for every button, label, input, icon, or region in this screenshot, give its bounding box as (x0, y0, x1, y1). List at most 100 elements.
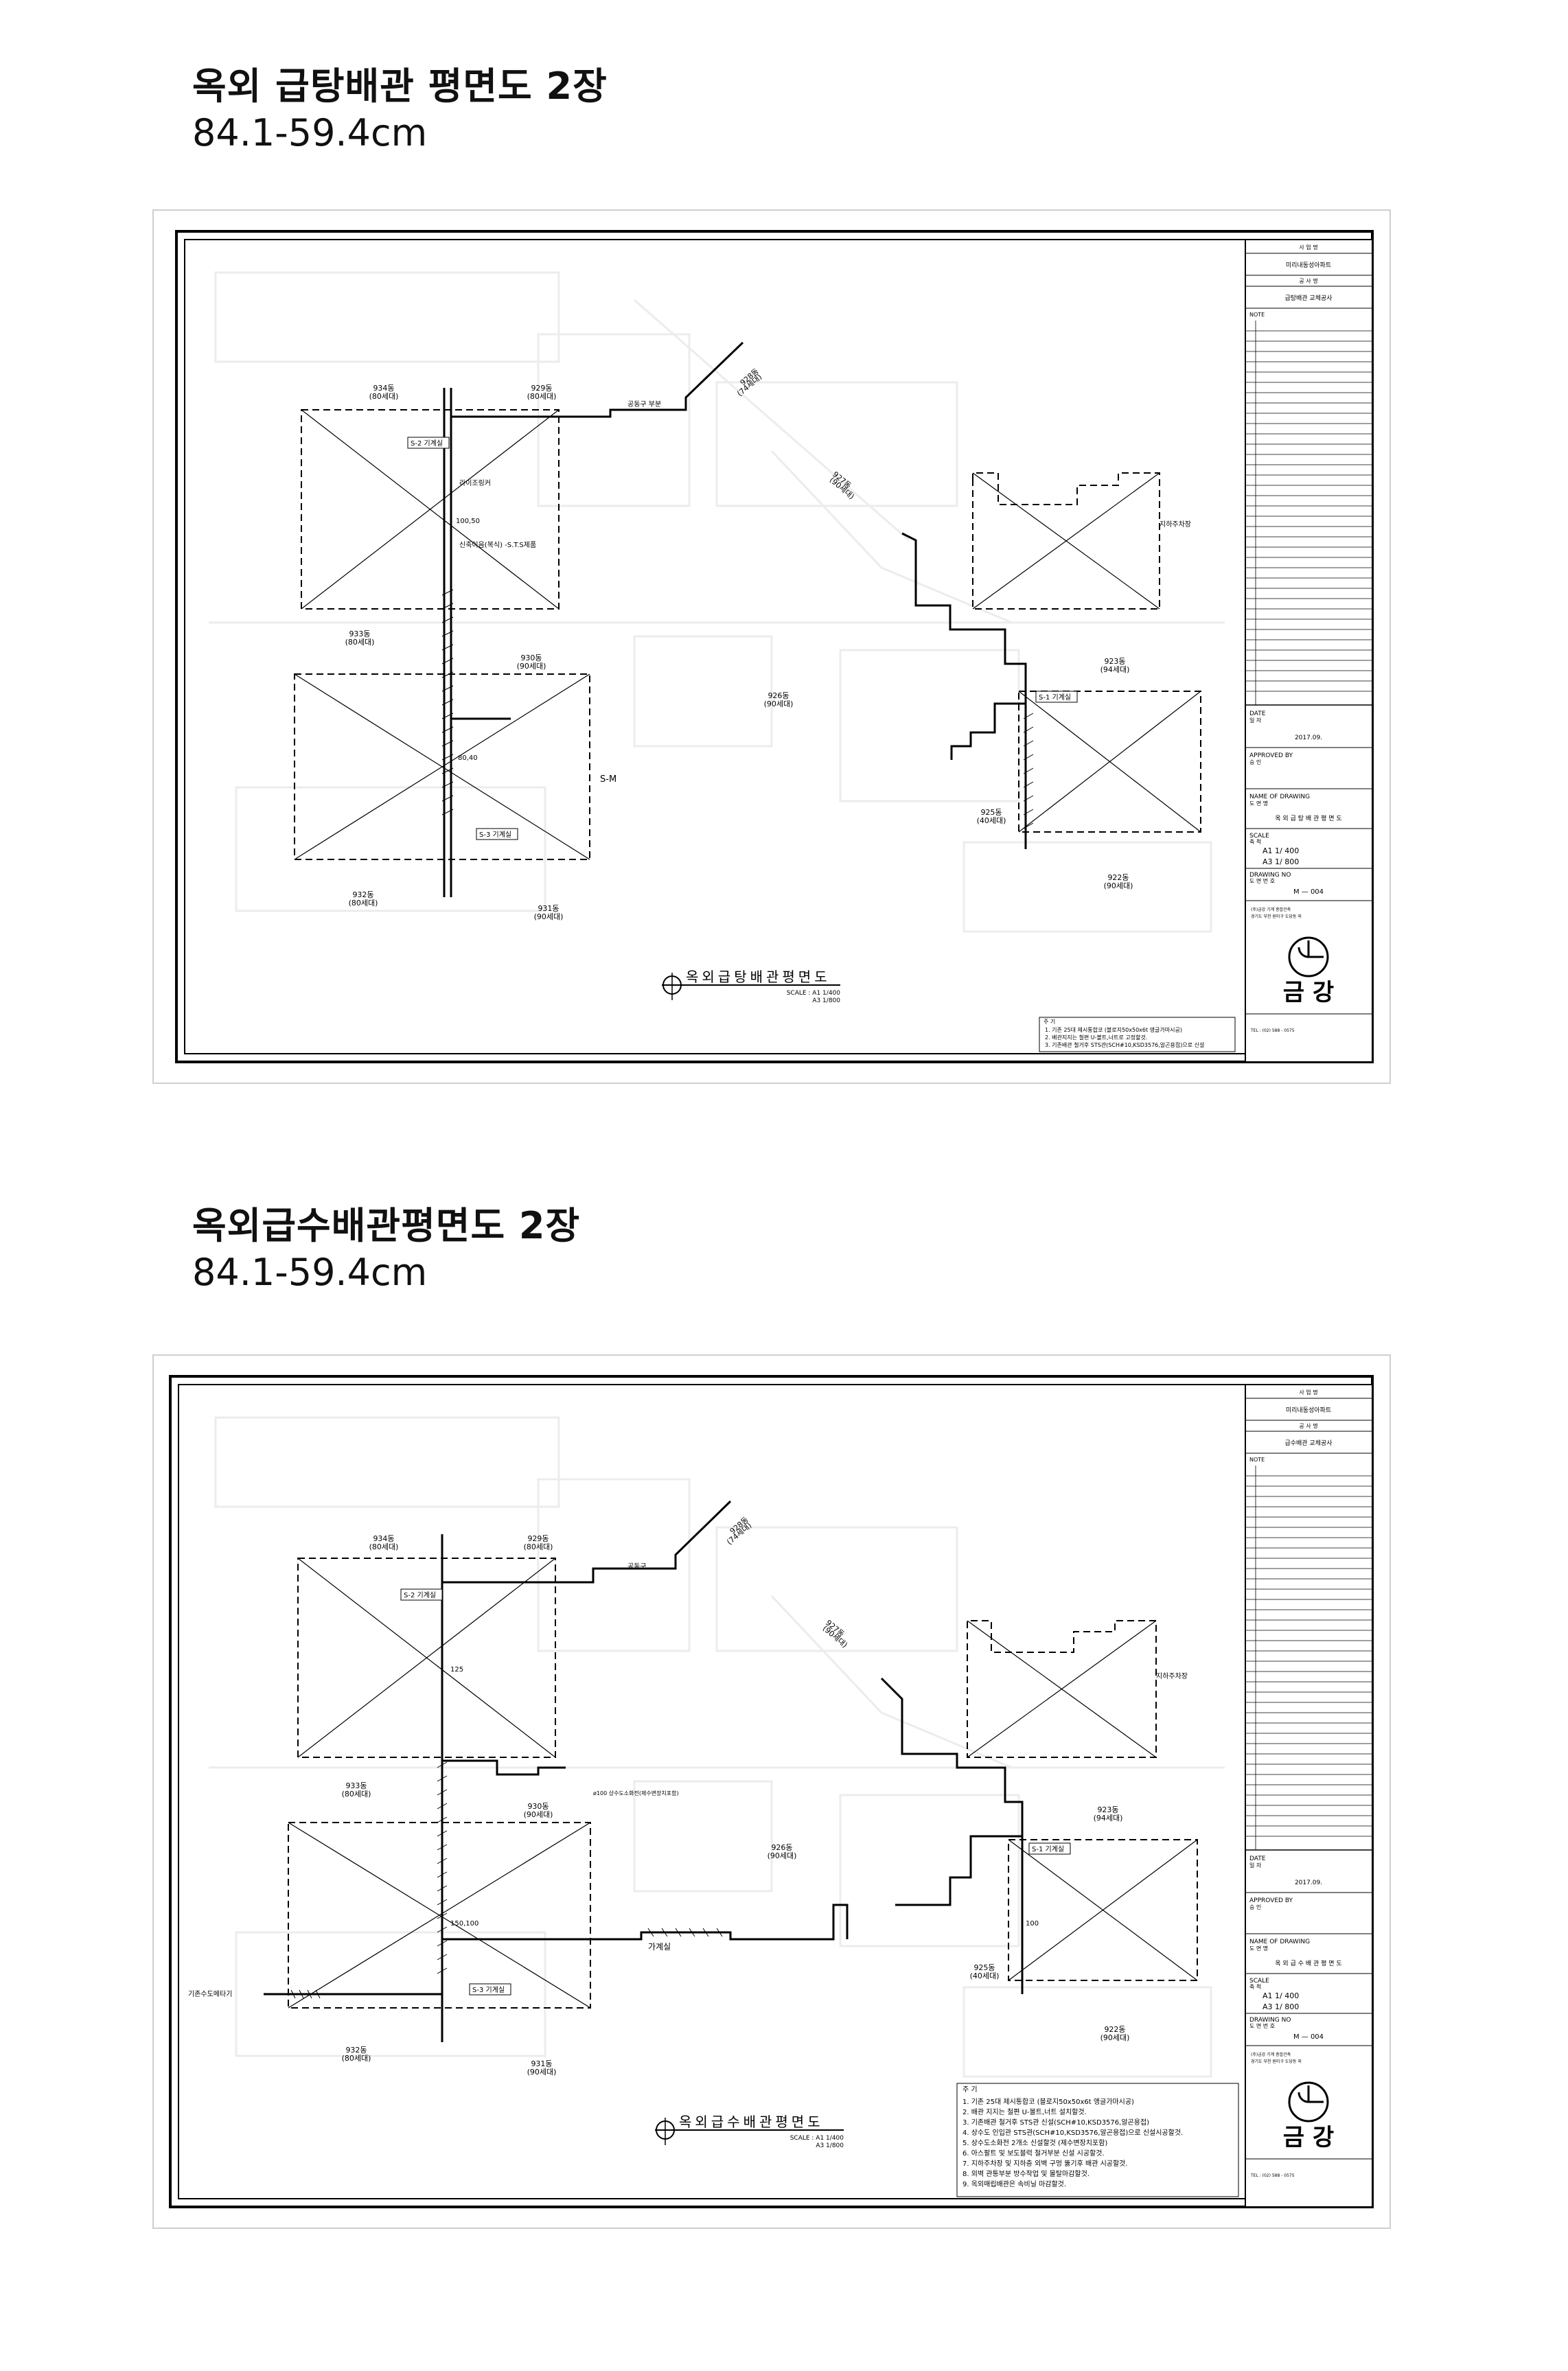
sheet2-pipe-hatching (290, 1761, 723, 1999)
sheet1-buildings (294, 409, 1201, 860)
sheet1-tb-drawing-no: M — 004 (1293, 888, 1324, 896)
sheet1-bldg-930-sub: (90세대) (517, 662, 546, 671)
sheet1-tb-name-label: NAME OF DRAWING (1249, 794, 1310, 800)
sheet1-tb-drawing-name: 옥 외 급 탕 배 관 평 면 도 (1275, 814, 1341, 822)
sheet1-title-block-center: 옥외급탕배관평면도 SCALE : A1 1/400 A3 1/800 (662, 969, 840, 1004)
sheet1-label-size2: 80,40 (458, 754, 478, 762)
sheet1-titleblock: 사 업 명 미리내동성아파트 공 사 명 급탕배관 교체공사 NOTE DATE… (1245, 239, 1373, 1063)
sheet2-heading: 옥외급수배관평면도 2장 84.1-59.4cm (192, 1203, 580, 1295)
sheet2-note-8: 8. 외벽 관통부분 방수작업 및 몰탈마감할것. (962, 2169, 1089, 2178)
sheet1-drawing-title: 옥외급탕배관평면도 (686, 969, 831, 985)
sheet2-bldg-932: 932동 (345, 2046, 367, 2055)
sheet2-bldg-925: 925동 (973, 1963, 995, 1972)
sheet2-tb-drawing-no-sub: 도 면 번 호 (1249, 2022, 1275, 2029)
sheet1-note-2: 2. 배관지지는 철편 U-볼트,너트로 고정할것. (1045, 1034, 1147, 1041)
sheet1-tb-tel: TEL : (02) 588 - 0575 (1250, 1028, 1295, 1033)
sheet1-label-expansion: 신축이음(복식) -S.T.S제품 (459, 541, 536, 549)
sheet1-label-s3: S-3 기계실 (479, 831, 511, 839)
sheet1-tb-company-line1: (주)금강 기계 종합건축 (1251, 907, 1291, 912)
sheet2-scale-line1: SCALE : A1 1/400 (790, 2135, 844, 2142)
sheet2-pipe-network (264, 1500, 1024, 2042)
sheet1-tb-scale-sub: 축 척 (1249, 839, 1261, 845)
sheet1-bldg-925: 925동 (980, 808, 1002, 817)
sheet1-tb-approved-sub: 승 인 (1249, 759, 1261, 765)
sheet1-label-parking: 지하주차장 (1160, 520, 1191, 529)
sheet2-tb-approved-sub: 승 인 (1249, 1904, 1261, 1910)
sheet2-note-3: 3. 기존배관 철거후 STS관 신설(SCH#10,KSD3576,알곤용접) (962, 2118, 1149, 2127)
sheet1-bldg-922: 922동 (1107, 873, 1129, 882)
sheet2-bldg-922-sub: (90세대) (1100, 2033, 1130, 2042)
sheet2-tb-date: 2017.09. (1295, 1880, 1322, 1886)
sheet1-tb-a3: A3 1/ 800 (1263, 857, 1299, 866)
sheet1-building-diagonals (294, 409, 1201, 860)
sheet2-company-logo-icon (1288, 2081, 1329, 2123)
sheet2-bldg-926: 926동 (771, 1843, 792, 1852)
sheet2-label-s3: S-3 기계실 (472, 1986, 505, 1994)
sheet1-bldg-923: 923동 (1104, 657, 1125, 666)
sheet1-bldg-926: 926동 (768, 691, 789, 700)
sheet2-tb-approved-label: APPROVED BY (1249, 1897, 1293, 1904)
sheet2-note-7: 7. 지하주차장 및 지하층 외벽 구멍 뚫기후 배관 시공할것. (962, 2159, 1128, 2168)
sheet2-note-1: 1. 기존 25대 제시통합코 (블로지50x50x6t 앵글가마시공) (962, 2098, 1134, 2106)
sheet1-bldg-926-sub: (90세대) (764, 699, 794, 708)
sheet1-note-3: 3. 기존배관 철거후 STS관(SCH#10,KSD3576,알곤용접)으로 … (1045, 1041, 1204, 1048)
sheet2-label-gongdonggu: 공동구 (627, 1562, 647, 1571)
sheet1-label-sm: S-M (600, 774, 616, 785)
sheet2-label-gasil: 가계실 (648, 1942, 671, 1952)
sheet2-bldg-934: 934동 (373, 1534, 394, 1543)
sheet2-bldg-933-sub: (80세대) (342, 1790, 371, 1799)
sheet1-heading: 옥외 급탕배관 평면도 2장 84.1-59.4cm (192, 63, 608, 156)
sheet2-bldg-930: 930동 (527, 1802, 549, 1811)
sheet2-tb-company: 금 강 (1283, 2124, 1334, 2151)
sheet1-pipe-network (443, 341, 1027, 897)
sheet2-tb-company-line1: (주)금강 기계 종합건축 (1251, 2052, 1291, 2057)
sheet1-tb-a1: A1 1/ 400 (1263, 846, 1299, 855)
sheet2-bldg-931: 931동 (531, 2059, 552, 2068)
sheet2-label-100: 100 (1026, 1920, 1039, 1928)
sheet2-drawing: S-2 기계실 S-3 기계실 S-1 기계실 가계실 공동구 지하주차장 12… (152, 1354, 1391, 2229)
sheet2-label-hydrant: ø100 상수도소화전(제수변장치포함) (593, 1790, 679, 1796)
sheet2-notes: 주 기 1. 기존 25대 제시통합코 (블로지50x50x6t 앵글가마시공)… (956, 2083, 1239, 2197)
sheet1-bldg-933: 933동 (349, 629, 370, 638)
sheet1-outer-frame (175, 230, 1374, 1063)
sheet2-label-meter: 기존수도메타기 (188, 1990, 232, 1998)
sheet1-tb-note-label: NOTE (1249, 312, 1265, 318)
sheet2-building-labels: 934동 (80세대) 929동 (80세대) 928동 (74세대) 927동… (342, 1515, 1130, 2077)
sheet1-svg: S-2 기계실 S-3 기계실 S-1 기계실 S-M 공동구 부분 지하주차장… (175, 230, 1374, 1063)
sheet2-tb-date-sub: 일 자 (1249, 1862, 1262, 1869)
sheet1-tb-drawing-no-sub: 도 면 번 호 (1249, 877, 1275, 884)
sheet1-site-background (209, 271, 1225, 933)
sheet1-bldg-932: 932동 (352, 890, 373, 899)
sheet2-label-parking: 지하주차장 (1156, 1672, 1188, 1680)
sheet2-bldg-926-sub: (90세대) (768, 1851, 797, 1860)
sheet2-tb-company-line2: 경기도 부천 원미구 도당동 외 (1251, 2059, 1302, 2064)
sheet2-bldg-925-sub: (40세대) (970, 1971, 1000, 1980)
sheet1-drawing: S-2 기계실 S-3 기계실 S-1 기계실 S-M 공동구 부분 지하주차장… (152, 209, 1391, 1084)
sheet1-heading-size: 84.1-59.4cm (192, 111, 428, 154)
sheet2-tb-work-label: 공 사 명 (1299, 1422, 1317, 1429)
sheet2-title-block-center: 옥외급수배관평면도 SCALE : A1 1/400 A3 1/800 (655, 2114, 844, 2149)
sheet1-bldg-934-sub: (80세대) (369, 392, 399, 401)
sheet1-bldg-930: 930동 (520, 654, 542, 662)
sheet1-notes: 주 기 1. 기존 25대 제시통합코 (블로지50x50x6t 앵글가마시공)… (1039, 1017, 1236, 1052)
sheet1-bldg-923-sub: (94세대) (1100, 665, 1130, 674)
sheet2-tb-scale-sub: 축 척 (1249, 1984, 1261, 1990)
sheet2-tb-name-sub: 도 면 명 (1249, 1945, 1268, 1952)
sheet2-tb-a3: A3 1/ 800 (1263, 2002, 1299, 2011)
sheet2-bldg-923: 923동 (1097, 1805, 1118, 1814)
sheet2-tb-tel: TEL : (02) 588 - 0575 (1250, 2173, 1295, 2178)
sheet1-scale-line1: SCALE : A1 1/400 (787, 990, 841, 997)
sheet2-bldg-931-sub: (90세대) (527, 2068, 557, 2077)
sheet2-bldg-934-sub: (80세대) (369, 1542, 399, 1551)
sheet1-pipe-hatching (441, 589, 1034, 829)
sheet1-tb-note-lines (1245, 321, 1372, 705)
sheet2-scale-line2: A3 1/800 (816, 2142, 844, 2149)
sheet2-heading-title: 옥외급수배관평면도 2장 (192, 1204, 581, 1247)
sheet1-tb-project-name: 미리내동성아파트 (1286, 262, 1331, 269)
sheet1-bldg-929-sub: (80세대) (527, 392, 557, 401)
sheet1-tb-work-name: 급탕배관 교체공사 (1284, 294, 1333, 302)
sheet1-building-labels: 934동 (80세대) 929동 (80세대) 928동 (74세대) 927동… (345, 367, 1133, 921)
sheet2-note-4: 4. 상수도 인입관 STS관(SCH#10,KSD3576,알곤용접)으로 신… (962, 2128, 1183, 2137)
sheet2-tb-project-name: 미리내동성아파트 (1286, 1407, 1331, 1414)
sheet2-heading-size: 84.1-59.4cm (192, 1250, 428, 1294)
